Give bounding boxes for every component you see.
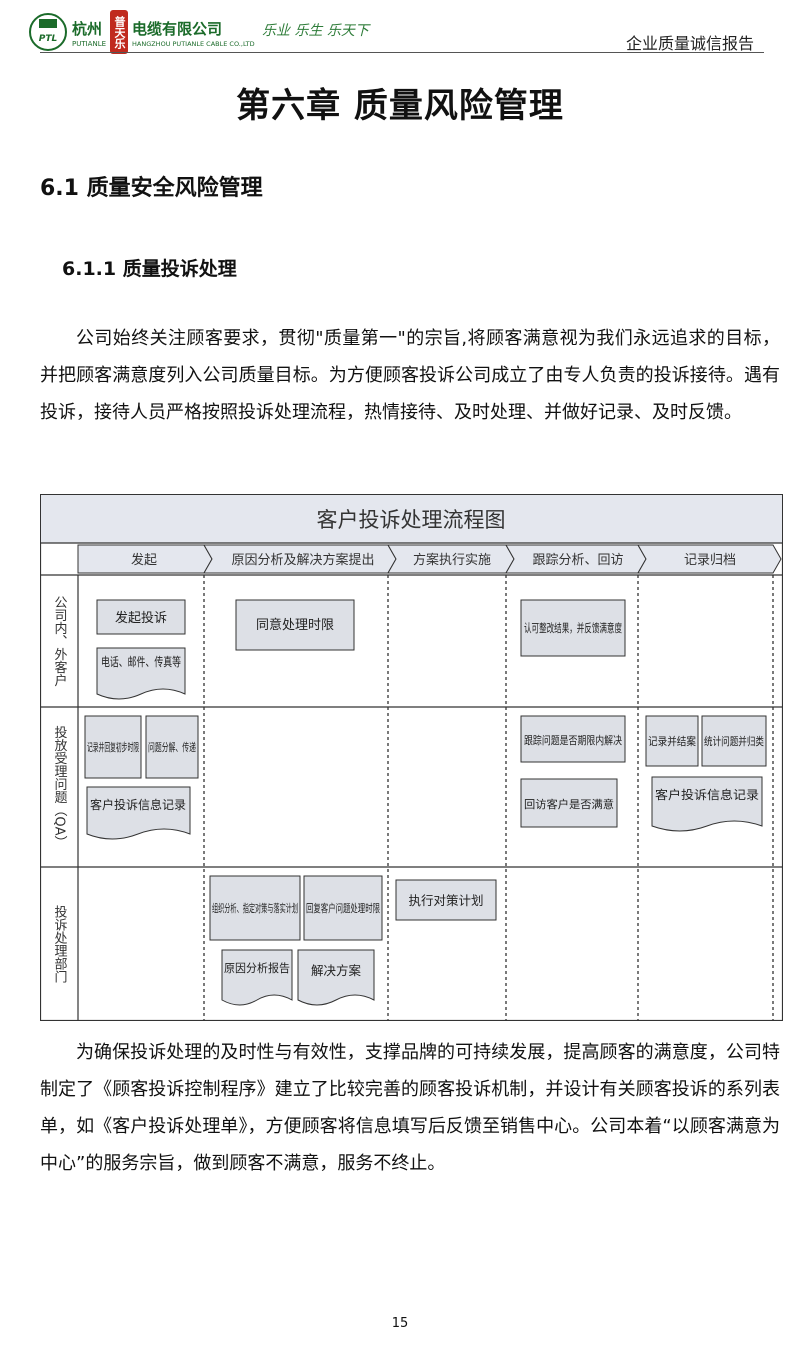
box-record-close-text: 记录并结案 xyxy=(648,734,696,748)
doc-contact-methods xyxy=(96,647,186,700)
doc-complaint-record-2-text: 客户投诉信息记录 xyxy=(655,787,759,802)
box-revisit-customer-text: 回访客户是否满意 xyxy=(524,797,614,811)
doc-cause-report-text: 原因分析报告 xyxy=(224,961,290,975)
logo-badge-icon: PTL xyxy=(29,13,67,51)
box-record-close xyxy=(645,715,699,767)
doc-solution xyxy=(297,949,375,1006)
logo-city: 杭州 xyxy=(72,20,103,38)
lane-label-qa: 投放受理问题（QA） xyxy=(52,725,68,849)
box-agree-deadline xyxy=(235,599,355,651)
logo-city-en: PUTIANLE xyxy=(72,40,107,48)
box-decompose-issue-text: 问题分解、传递 xyxy=(148,740,196,754)
subsection-title: 6.1.1 质量投诉处理 xyxy=(62,258,237,280)
phase-chevron-5 xyxy=(637,544,782,574)
box-record-reply-text: 记录并回复初步时限 xyxy=(87,740,139,754)
doc-complaint-record-1 xyxy=(86,786,191,840)
box-agree-deadline-text: 同意处理时限 xyxy=(256,617,334,633)
lane-label-customers: 公司内、外客户 xyxy=(52,596,68,688)
flowchart-title: 客户投诉处理流程图 xyxy=(317,508,506,532)
flowchart-svg: 客户投诉处理流程图 发起 原因分析及解决方案提出 方案执行实施 跟踪分析、回访 … xyxy=(40,494,783,1021)
box-statistics xyxy=(701,715,767,767)
logo-company-name-en: HANGZHOU PUTIANLE CABLE CO.,LTD xyxy=(132,40,255,48)
chapter-title: 第六章 质量风险管理 xyxy=(236,86,564,126)
doc-cause-report xyxy=(221,949,293,1006)
box-initiate-complaint xyxy=(96,599,186,635)
box-accept-result xyxy=(520,599,626,657)
box-record-reply xyxy=(84,715,142,779)
phase-label-3: 方案执行实施 xyxy=(413,552,491,568)
phase-label-4: 跟踪分析、回访 xyxy=(532,553,623,568)
box-reply-deadline xyxy=(303,875,383,941)
section-title: 6.1 质量安全风险管理 xyxy=(40,176,263,201)
logo-company-name: 电缆有限公司 xyxy=(132,20,223,38)
doc-contact-methods-text: 电话、邮件、传真等 xyxy=(101,654,181,669)
box-organize-analysis-text: 组织分析、指定对策与落实计划 xyxy=(212,901,298,915)
report-title: 企业质量诚信报告 xyxy=(625,34,754,53)
phase-label-5: 记录归档 xyxy=(684,553,736,568)
complaint-flowchart: 客户投诉处理流程图 发起 原因分析及解决方案提出 方案执行实施 跟踪分析、回访 … xyxy=(40,494,783,1021)
doc-complaint-record-2 xyxy=(651,776,763,832)
logo-brand-mark: 普天乐 xyxy=(110,10,128,54)
lane-label-department: 投诉处理部门 xyxy=(52,904,68,983)
box-revisit-customer xyxy=(520,778,618,828)
box-track-issue-text: 跟踪问题是否期限内解决 xyxy=(524,733,622,747)
box-reply-deadline-text: 回复客户问题处理时限 xyxy=(306,901,380,915)
logo-badge-text: PTL xyxy=(39,34,58,44)
header-divider xyxy=(40,52,764,53)
page-number: 15 xyxy=(391,1316,409,1331)
box-execute-plan xyxy=(395,879,497,921)
flowchart-title-band xyxy=(41,495,782,543)
box-accept-result-text: 认可整改结果，并反馈满意度 xyxy=(524,621,622,635)
company-logo: PTL 杭州 PUTIANLE 普天乐 电缆有限公司 HANGZHOU PUTI… xyxy=(28,10,369,54)
box-decompose-issue xyxy=(145,715,199,779)
phase-label-2: 原因分析及解决方案提出 xyxy=(231,552,374,568)
box-execute-plan-text: 执行对策计划 xyxy=(408,893,483,908)
phase-label-1: 发起 xyxy=(131,552,157,568)
doc-solution-text: 解决方案 xyxy=(311,963,362,978)
box-statistics-text: 统计问题并归类 xyxy=(704,734,764,748)
box-initiate-complaint-text: 发起投诉 xyxy=(115,610,167,626)
box-track-issue xyxy=(520,715,626,763)
box-organize-analysis xyxy=(209,875,301,941)
paragraph-mechanism: 为确保投诉处理的及时性与有效性，支撑品牌的可持续发展，提高顾客的满意度，公司特制… xyxy=(40,1042,780,1174)
doc-complaint-record-1-text: 客户投诉信息记录 xyxy=(90,797,186,812)
paragraph-intro: 公司始终关注顾客要求，贯彻"质量第一"的宗旨,将顾客满意视为我们永远追求的目标，… xyxy=(40,328,780,423)
logo-slogan: 乐业 乐生 乐天下 xyxy=(262,23,369,39)
